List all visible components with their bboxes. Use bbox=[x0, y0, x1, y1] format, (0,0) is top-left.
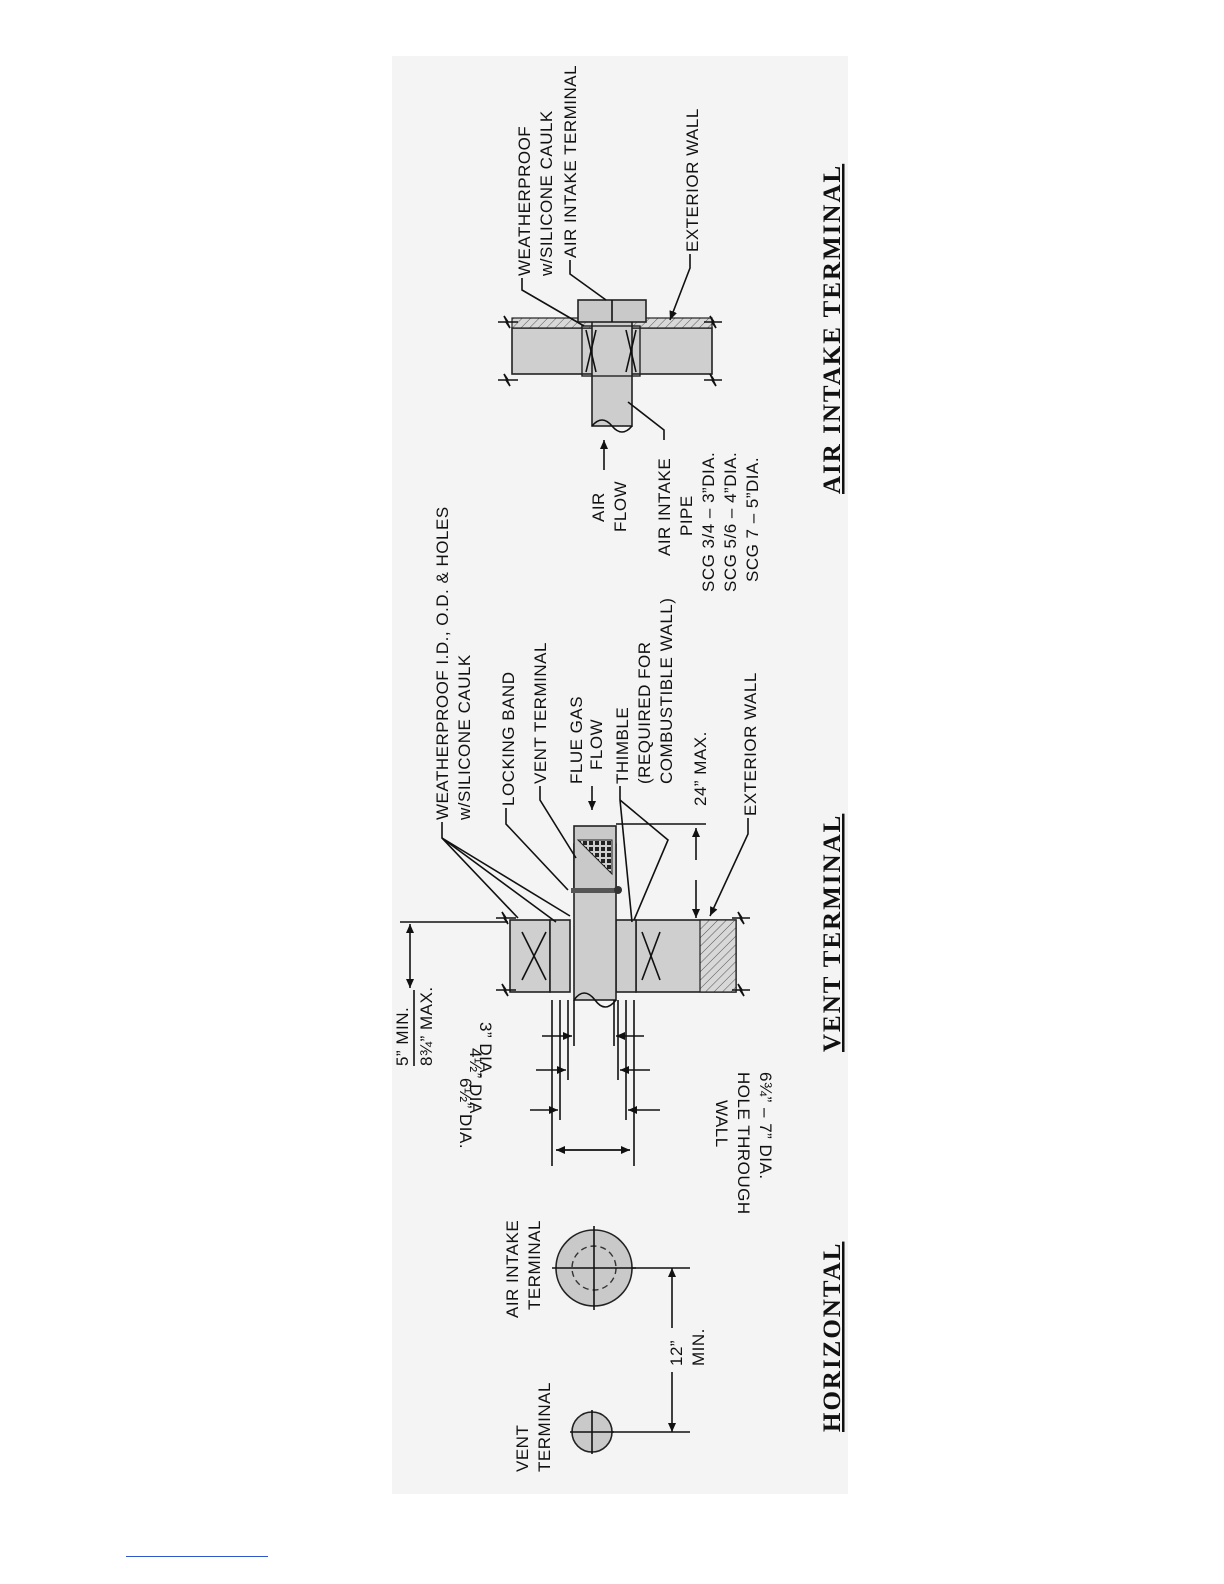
air-flow-label-2: FLOW bbox=[611, 481, 630, 532]
locking-band-label: LOCKING BAND bbox=[499, 672, 518, 806]
max-24-label: 24” MAX. bbox=[691, 731, 710, 806]
thimble-label-3: COMBUSTIBLE WALL) bbox=[657, 598, 676, 784]
air-intake-terminal-label: AIR INTAKE TERMINAL bbox=[561, 65, 580, 258]
flue-gas-label-2: FLOW bbox=[587, 719, 606, 770]
vent-terminal-label-1: VENT bbox=[513, 1425, 532, 1472]
dia-6-5-label: 6½” DIA. bbox=[456, 1078, 475, 1149]
weatherproof-label-1: WEATHERPROOF I.D., O.D. & HOLES bbox=[433, 506, 452, 820]
hole-through-label: HOLE THROUGH bbox=[734, 1072, 753, 1215]
intake-weatherproof-1: WEATHERPROOF bbox=[515, 126, 534, 276]
dia-3-label: 3” DIA. bbox=[476, 1022, 495, 1078]
flue-gas-label-1: FLUE GAS bbox=[567, 696, 586, 784]
thimble-label-1: THIMBLE bbox=[613, 707, 632, 784]
vent-terminal-label-2: TERMINAL bbox=[535, 1382, 554, 1472]
air-intake-pipe-label-2: PIPE bbox=[677, 495, 696, 536]
intake-exterior-wall-label: EXTERIOR WALL bbox=[683, 108, 702, 252]
size-row-3: SCG 7 – 5”DIA. bbox=[743, 457, 762, 582]
wall-max-label: 8¾” MAX. bbox=[417, 986, 436, 1066]
weatherproof-label-2: w/SILICONE CAULK bbox=[455, 654, 474, 821]
air-intake-section: WEATHERPROOF w/SILICONE CAULK AIR INTAKE… bbox=[498, 65, 762, 592]
air-flow-label-1: AIR bbox=[589, 492, 608, 522]
vent-terminal-title: VENT TERMINAL bbox=[819, 814, 846, 1052]
air-intake-terminal-title: AIR INTAKE TERMINAL bbox=[819, 164, 846, 494]
vent-wall-inner bbox=[509, 919, 551, 993]
hole-wall-label: WALL bbox=[712, 1100, 731, 1148]
size-row-2: SCG 5/6 – 4”DIA. bbox=[721, 452, 740, 592]
dia-4-5-label: 4½” DIA. bbox=[466, 1048, 485, 1119]
air-intake-label-2: TERMINAL bbox=[525, 1220, 544, 1310]
hole-dia-label: 6¾” – 7” DIA. bbox=[756, 1072, 775, 1180]
wall-min-label: 5” MIN. bbox=[393, 1007, 412, 1066]
air-intake-label-1: AIR INTAKE bbox=[503, 1220, 522, 1318]
thimble-label-2: (REQUIRED FOR bbox=[635, 642, 654, 785]
air-intake-pipe-label-1: AIR INTAKE bbox=[655, 458, 674, 556]
vent-exterior-wall-label: EXTERIOR WALL bbox=[741, 672, 760, 816]
spacing-label-1: 12” bbox=[667, 1340, 686, 1366]
intake-weatherproof-2: w/SILICONE CAULK bbox=[537, 110, 556, 277]
spacing-label-2: MIN. bbox=[689, 1328, 708, 1366]
size-row-1: SCG 3/4 – 3”DIA. bbox=[699, 452, 718, 592]
vent-terminal-section: 5” MIN. 8¾” MAX. 6¾” – 7” DIA. HOLE THRO… bbox=[393, 506, 775, 1214]
horizontal-section: VENT TERMINAL AIR INTAKE TERMINAL 12” MI… bbox=[503, 1220, 708, 1472]
footer-link-rule bbox=[126, 1556, 268, 1557]
air-intake-pipe bbox=[591, 317, 633, 427]
horizontal-title: HORIZONTAL bbox=[819, 1242, 846, 1432]
vent-terminal-label: VENT TERMINAL bbox=[531, 642, 550, 784]
